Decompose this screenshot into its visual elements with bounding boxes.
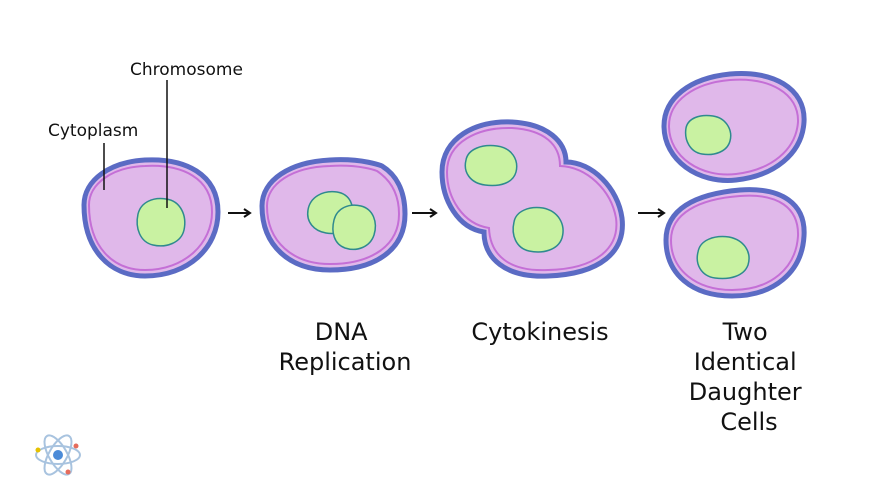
daughter-nucleus-bottom: [512, 206, 564, 253]
daughter-cell-top-nucleus: [684, 114, 732, 156]
daughter-cell-top-membrane: [661, 70, 807, 183]
replicated-nucleus-b: [332, 204, 377, 251]
chromosome-label: Chromosome: [130, 60, 243, 80]
atom-icon: [35, 434, 81, 476]
daughter-cells-line-1: Two: [722, 318, 768, 346]
cytokinesis-label: Cytokinesis: [471, 318, 608, 346]
cytoplasm-label: Cytoplasm: [48, 121, 138, 141]
daughter-cell-bottom-inner-membrane: [669, 194, 800, 292]
daughter-cell-bottom-nucleus: [696, 235, 750, 280]
daughter-cells-line-4: Cells: [720, 408, 777, 436]
cytokinesis-cell: [439, 119, 625, 279]
daughter-cells-line-3: Daughter: [689, 378, 802, 406]
cytokinesis-membrane: [439, 119, 625, 279]
daughter-cells: [661, 70, 807, 299]
daughter-cells-line-2: Identical: [694, 348, 797, 376]
cytokinesis-inner-membrane: [445, 126, 618, 272]
arrow-3: [638, 208, 666, 218]
arrow-2: [412, 208, 438, 218]
daughter-cell-top-inner-membrane: [667, 78, 800, 176]
replicating-cell-inner-membrane: [265, 164, 401, 266]
parent-cell-inner-membrane: [87, 164, 214, 272]
daughter-cells-label: Two Identical Daughter Cells: [689, 318, 810, 436]
parent-cell: [81, 157, 221, 279]
label-leaders: [103, 80, 168, 208]
chromosome-nucleus: [136, 197, 186, 247]
arrow-1: [228, 208, 252, 218]
dna-replication-line-1: DNA: [315, 318, 368, 346]
dna-replication-line-2: Replication: [279, 348, 412, 376]
daughter-nucleus-top: [464, 144, 518, 187]
dna-replication-label: DNA Replication: [279, 318, 412, 376]
replicating-cell: [259, 157, 408, 273]
